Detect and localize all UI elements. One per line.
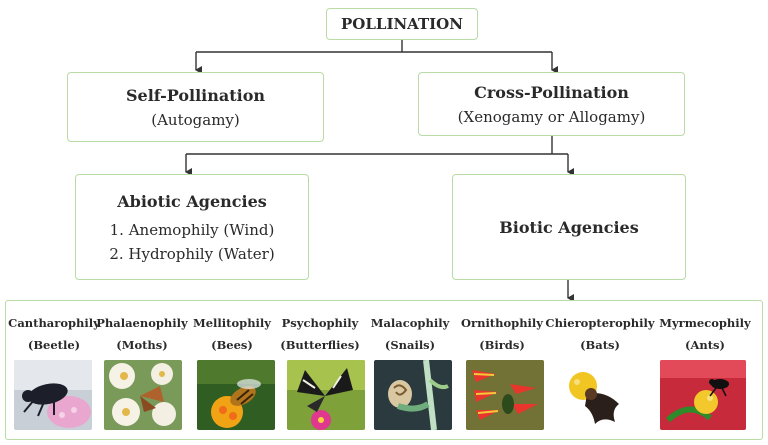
self-pollination-box: Self-Pollination (Autogamy)	[67, 72, 324, 142]
beetle-photo-icon	[14, 360, 92, 430]
ant-photo-icon	[660, 360, 746, 430]
pollination-root-box: POLLINATION	[326, 8, 478, 40]
agent-label-chieropterophily: Chieropterophily (Bats)	[545, 316, 655, 352]
agent-label-cantharophily: Cantharophily (Beetle)	[8, 316, 100, 352]
biotic-title: Biotic Agencies	[499, 217, 639, 237]
self-pollination-title: Self-Pollination	[125, 85, 266, 105]
agent-label-malacophily: Malacophily (Snails)	[370, 316, 450, 352]
abiotic-agencies-box: Abiotic Agencies 1. Anemophily (Wind) 2.…	[75, 174, 309, 280]
bird-photo-icon	[466, 360, 544, 430]
snail-photo-icon	[374, 360, 452, 430]
bat-photo-icon	[557, 360, 635, 430]
biotic-agencies-box: Biotic Agencies	[452, 174, 686, 280]
root-title: POLLINATION	[341, 15, 463, 33]
bee-photo-icon	[197, 360, 275, 430]
agent-label-psychophily: Psychophily (Butterflies)	[280, 316, 360, 352]
cross-pollination-title: Cross-Pollination	[474, 82, 629, 102]
agent-label-phalaenophily: Phalaenophily (Moths)	[96, 316, 188, 352]
self-pollination-subtitle: (Autogamy)	[151, 110, 240, 129]
agent-label-myrmecophily: Myrmecophily (Ants)	[659, 316, 751, 352]
abiotic-item-water: 2. Hydrophily (Water)	[109, 244, 275, 263]
moth-photo-icon	[104, 360, 182, 430]
abiotic-title: Abiotic Agencies	[117, 191, 267, 211]
cross-pollination-subtitle: (Xenogamy or Allogamy)	[457, 107, 646, 126]
abiotic-item-wind: 1. Anemophily (Wind)	[109, 220, 275, 239]
agent-label-ornithophily: Ornithophily (Birds)	[461, 316, 543, 352]
agent-label-mellitophily: Mellitophily (Bees)	[193, 316, 271, 352]
butterfly-photo-icon	[287, 360, 365, 430]
cross-pollination-box: Cross-Pollination (Xenogamy or Allogamy)	[418, 72, 685, 136]
